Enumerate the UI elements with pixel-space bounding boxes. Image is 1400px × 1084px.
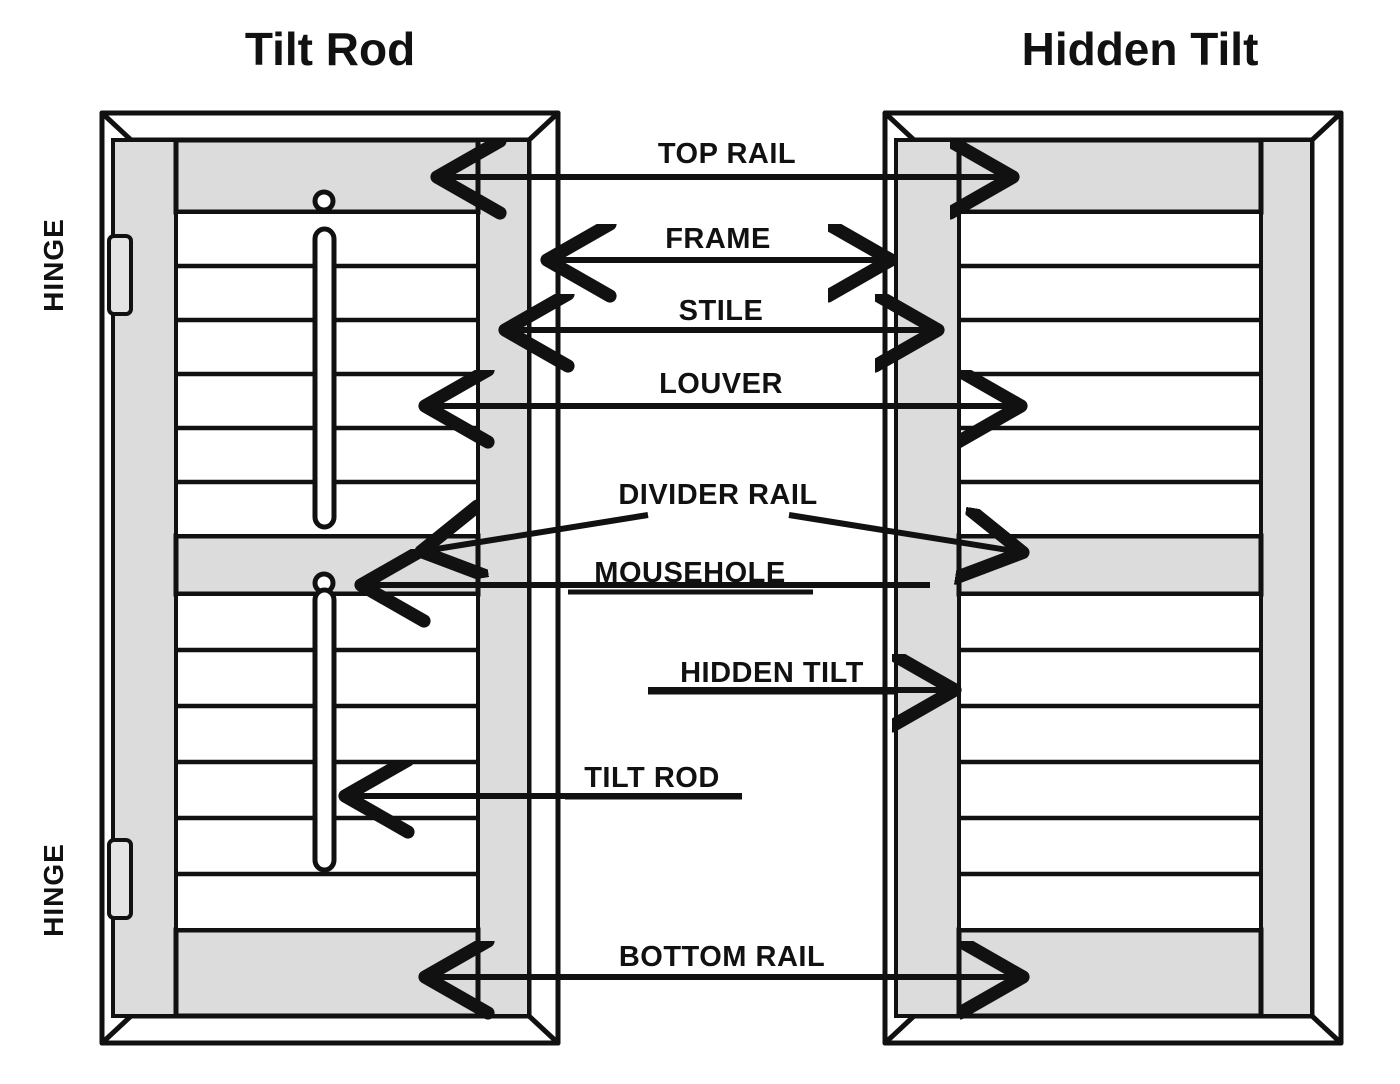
right-panel-bottom-rail — [956, 927, 1264, 1019]
callout-stile: STILE — [508, 295, 935, 330]
bottom-rail-label: BOTTOM RAIL — [619, 941, 825, 973]
left-panel-bottom-rail — [173, 927, 481, 1019]
frame-label: FRAME — [665, 223, 771, 255]
stile-label: STILE — [679, 295, 764, 327]
tilt-rod-upper — [312, 226, 337, 530]
callout-frame: FRAME — [550, 223, 888, 260]
tilt-rod-upper-knob — [312, 189, 336, 213]
title-left: Tilt Rod — [245, 23, 415, 75]
hinge-label-top: HINGE — [38, 218, 69, 312]
hinge-bottom-icon — [107, 838, 133, 920]
callout-louver: LOUVER — [428, 368, 1018, 406]
panel-left-tilt-rod — [99, 110, 561, 1046]
right-panel-right-stile — [1259, 138, 1314, 1018]
panel-right-hidden-tilt — [882, 110, 1344, 1046]
right-panel-divider-rail — [956, 533, 1264, 597]
left-frame-bevels — [99, 110, 561, 1046]
hidden-tilt-label: HIDDEN TILT — [680, 657, 864, 689]
tilt-rod-lower — [312, 587, 337, 873]
mousehole-label: MOUSEHOLE — [594, 557, 785, 589]
callout-top-rail: TOP RAIL — [440, 138, 1010, 177]
tilt-rod-label: TILT ROD — [584, 762, 720, 794]
callout-tilt-rod: TILT ROD — [348, 762, 742, 797]
divider-rail-label: DIVIDER RAIL — [618, 479, 817, 511]
title-right: Hidden Tilt — [1022, 23, 1259, 75]
callout-divider-rail: DIVIDER RAIL — [424, 479, 1020, 552]
top-rail-label: TOP RAIL — [658, 138, 796, 170]
right-panel-lower-louvers — [959, 647, 1261, 877]
divider-rail-arrow-right — [788, 515, 1020, 552]
right-frame-bevels — [882, 110, 1344, 1046]
hinge-label-bottom: HINGE — [38, 843, 69, 937]
divider-rail-arrow-left — [424, 515, 649, 551]
louver-label: LOUVER — [659, 368, 783, 400]
left-panel-right-stile — [476, 138, 531, 1018]
right-panel-left-stile — [894, 138, 961, 1018]
callout-mousehole: MOUSEHOLE — [364, 557, 930, 592]
callout-hidden-tilt: HIDDEN TILT — [648, 657, 952, 692]
callout-bottom-rail: BOTTOM RAIL — [428, 941, 1020, 977]
hinge-top-icon — [107, 234, 133, 316]
